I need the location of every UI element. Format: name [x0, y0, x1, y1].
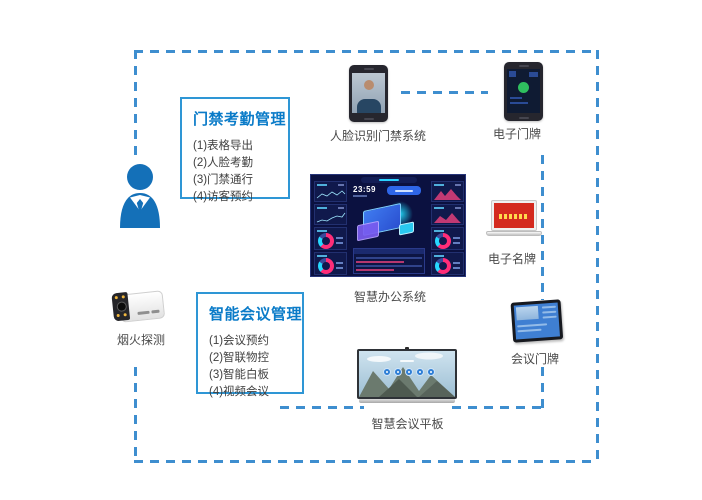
tv-app-icon — [394, 368, 402, 376]
meeting-box-list: (1)会议预约 (2)智联物控 (3)智能白板 (4)视频会议 — [209, 333, 296, 401]
connector-vertical-upper — [541, 155, 544, 300]
tv-clock-text — [400, 360, 414, 362]
laptop-base — [486, 231, 542, 236]
access-box-list: (1)表格导出 (2)人脸考勤 (3)门禁通行 (4)访客预约 — [193, 138, 282, 206]
tv-app-icon — [427, 368, 435, 376]
camera-front — [111, 291, 131, 322]
face-terminal-screen — [352, 73, 385, 113]
meeting-sign-frame — [510, 299, 564, 343]
frame-bottom-line — [134, 460, 598, 463]
tv-app-icon — [405, 368, 413, 376]
access-item-4: (4)访客预约 — [193, 191, 254, 203]
dashboard-header — [361, 177, 417, 183]
name-badge-device — [486, 200, 542, 238]
dashboard-area-chart — [431, 181, 464, 202]
face-terminal-label: 人脸识别门禁系统 — [329, 129, 426, 143]
meeting-panel-label: 智慧会议平板 — [371, 417, 444, 431]
smoke-camera-device — [105, 285, 169, 331]
dashboard-clock: 23:59 — [353, 185, 376, 194]
door-sign-widget — [509, 71, 516, 77]
meeting-sign-label: 会议门牌 — [510, 352, 559, 366]
tv-app-icon — [383, 368, 391, 376]
meeting-item-3: (3)智能白板 — [209, 369, 270, 381]
dashboard-button — [387, 186, 421, 195]
tv-app-icon — [416, 368, 424, 376]
dashboard-screen: 23:59 — [310, 174, 466, 277]
connector-horizontal-left — [280, 406, 364, 409]
meeting-item-1: (1)会议预约 — [209, 335, 270, 347]
door-sign-screen — [507, 69, 540, 113]
door-sign-textline — [510, 97, 522, 99]
door-sign-label: 电子门牌 — [492, 127, 541, 141]
door-sign-status-dot — [518, 82, 529, 93]
tv-camera-nub — [405, 347, 409, 350]
laptop-display — [494, 203, 534, 228]
laptop-display-text — [499, 213, 529, 219]
terminal-chin — [363, 118, 374, 120]
dashboard-donut-chart — [314, 227, 347, 250]
access-item-1: (1)表格导出 — [193, 140, 254, 152]
meeting-box-title: 智能会议管理 — [209, 306, 303, 323]
user-icon — [116, 162, 164, 228]
door-sign-device — [504, 62, 543, 121]
meeting-sign-screen — [513, 302, 560, 340]
dashboard-isometric-art — [399, 221, 414, 236]
dashboard-table — [353, 248, 425, 274]
connector-horizontal-right — [452, 406, 544, 409]
access-box-title: 门禁考勤管理 — [193, 111, 287, 128]
access-item-3: (3)门禁通行 — [193, 174, 254, 186]
dashboard-donut-chart — [431, 227, 464, 250]
dashboard-line-chart — [314, 204, 347, 225]
meeting-sign-device — [510, 299, 564, 346]
person-photo-torso — [356, 99, 381, 113]
dashboard-line-chart — [314, 181, 347, 202]
meeting-item-4: (4)视频会议 — [209, 386, 270, 398]
name-badge-label: 电子名牌 — [487, 252, 536, 266]
dashboard-isometric-art — [357, 220, 379, 242]
door-sign-speaker — [518, 65, 529, 67]
connector-face-to-doorsign — [401, 91, 488, 94]
access-management-box: 门禁考勤管理 (1)表格导出 (2)人脸考勤 (3)门禁通行 (4)访客预约 — [180, 97, 290, 203]
meeting-management-box: 智能会议管理 (1)会议预约 (2)智联物控 (3)智能白板 (4)视频会议 — [196, 292, 304, 398]
meeting-panel-device — [357, 347, 457, 405]
access-item-2: (2)人脸考勤 — [193, 157, 254, 169]
smoke-camera-label: 烟火探测 — [116, 333, 165, 347]
dashboard-area-chart — [431, 204, 464, 225]
meeting-sign-photo — [515, 305, 539, 321]
camera-lens — [116, 301, 128, 313]
dashboard-donut-chart — [314, 252, 347, 275]
dashboard-donut-chart — [431, 252, 464, 275]
frame-left-line-lower — [134, 367, 137, 461]
frame-left-line-upper — [134, 50, 137, 155]
connector-vertical-lower — [541, 367, 544, 409]
face-terminal-device — [349, 65, 388, 122]
meeting-item-2: (2)智联物控 — [209, 352, 270, 364]
door-sign-widget — [529, 72, 538, 77]
door-sign-chin — [518, 117, 529, 119]
terminal-speaker — [363, 68, 374, 70]
frame-top-line — [134, 50, 598, 53]
tv-frame — [357, 349, 457, 399]
laptop-screen — [491, 200, 537, 231]
door-sign-textline — [510, 102, 528, 104]
frame-right-line — [596, 50, 599, 462]
person-photo-head — [363, 80, 374, 90]
dashboard-label: 智慧办公系统 — [353, 290, 426, 304]
tv-speaker-bar — [359, 399, 455, 403]
